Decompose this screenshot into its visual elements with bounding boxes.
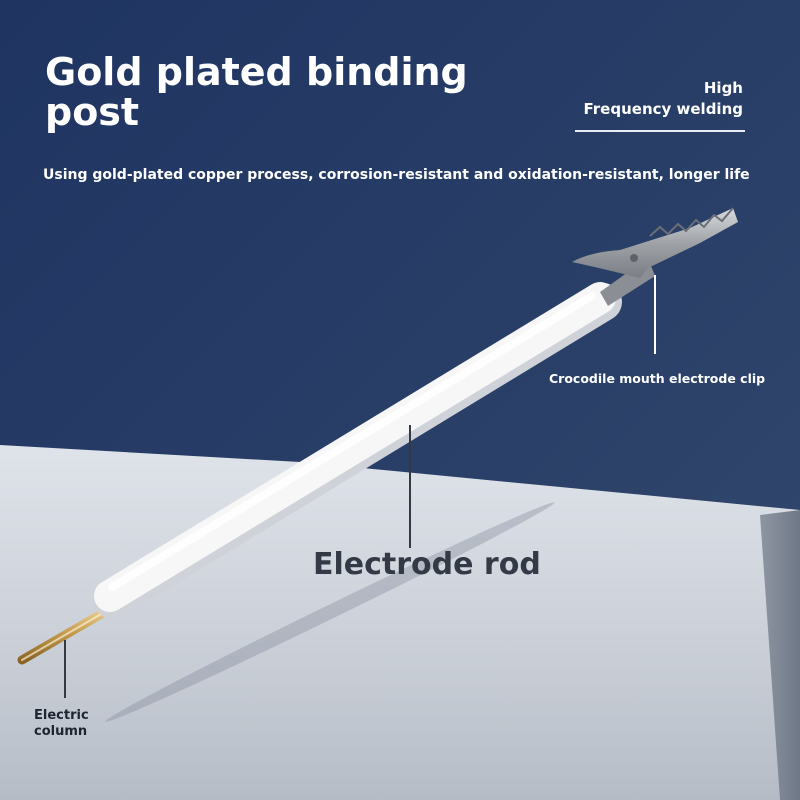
feature-badge: High Frequency welding [560, 78, 744, 120]
rod-shadow [105, 502, 555, 722]
callout-lines [64, 275, 656, 698]
clip-teeth [649, 207, 734, 237]
clip-label: Crocodile mouth electrode clip [549, 371, 766, 386]
column-label-line-1: Electric [34, 708, 89, 723]
subtitle: Using gold-plated copper process, corros… [43, 167, 750, 183]
electrode-rod [94, 282, 616, 612]
column-label: Electric column [34, 708, 89, 740]
badge-line-2: Frequency welding [583, 100, 744, 118]
badge-underline [575, 130, 745, 132]
rod-highlight [108, 292, 596, 591]
crocodile-clip [572, 208, 738, 278]
column-label-line-2: column [34, 724, 88, 739]
column-highlight [21, 605, 116, 661]
electrode [17, 207, 738, 722]
page-title: Gold plated binding post [45, 50, 468, 134]
rod-label: Electrode rod [313, 547, 541, 582]
clip-rivet [630, 254, 638, 262]
table-edge [760, 510, 800, 800]
badge-line-1: High [703, 79, 743, 97]
